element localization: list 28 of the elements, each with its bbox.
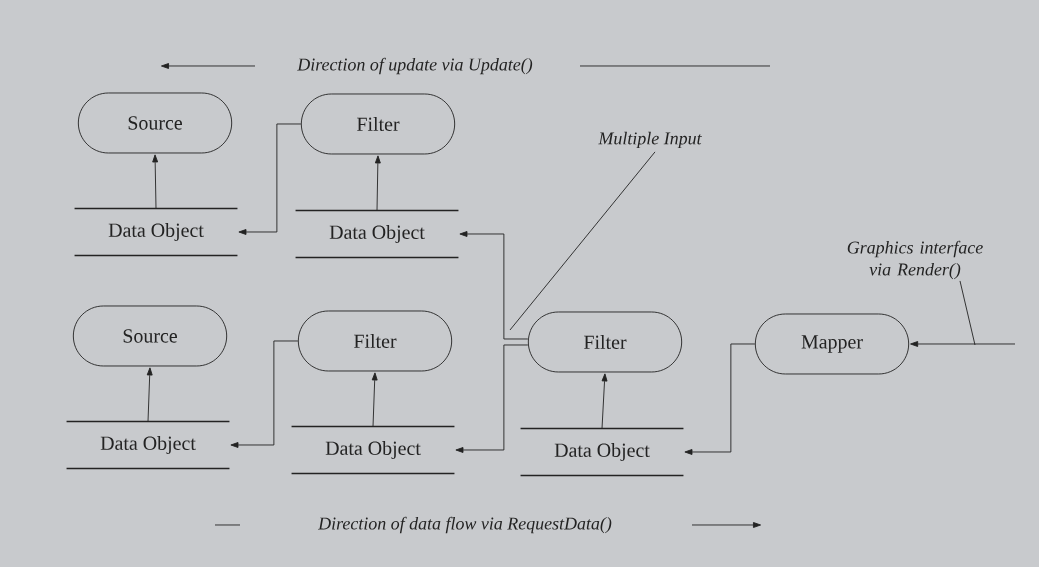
process-box: Mapper [754,313,910,375]
data-store: Data Object [294,209,460,259]
arrow [374,155,381,211]
data-store: Data Object [73,207,239,257]
direction-label: Direction of data flow via RequestData() [317,516,612,534]
data-store: Data Object [290,425,456,475]
arrow [455,344,529,453]
arrow [152,154,159,209]
arrow [601,373,608,429]
data-store: Data Object [65,420,231,470]
data-store: Data Object [519,427,685,477]
arrow [238,123,302,235]
process-box: Filter [527,311,683,373]
annotation: Graphics interface via Render() [847,240,983,280]
process-box: Source [77,92,233,154]
leader-line [959,280,976,346]
arrow [146,367,153,422]
arrow [459,231,529,340]
process-box: Source [72,305,228,367]
arrow [684,343,756,455]
arrow [910,341,1016,347]
arrow [230,340,299,448]
process-box: Filter [297,310,453,372]
direction-label: Direction of update via Update() [297,57,533,75]
leader-line [509,151,656,331]
annotation: Multiple Input [598,131,702,149]
process-box: Filter [300,93,456,155]
arrow [371,372,378,427]
